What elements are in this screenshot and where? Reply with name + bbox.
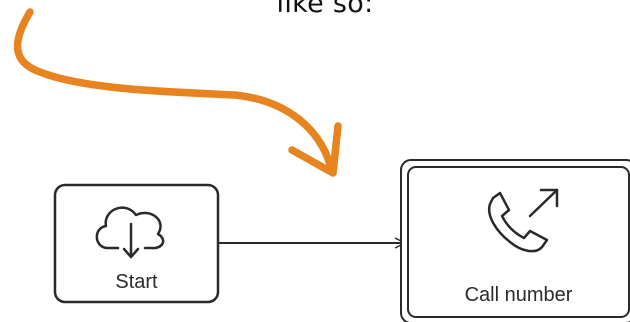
annotation-arrow xyxy=(13,8,342,177)
edge-start-to-call xyxy=(218,237,407,249)
node-call-number[interactable] xyxy=(400,159,630,322)
node-start[interactable] xyxy=(53,183,220,304)
caption-text: like so: xyxy=(276,0,374,19)
node-label-start: Start xyxy=(115,271,158,293)
cloud-download-icon xyxy=(95,206,165,259)
phone-outgoing-icon xyxy=(487,188,559,253)
node-label-call-number: Call number xyxy=(464,284,573,306)
